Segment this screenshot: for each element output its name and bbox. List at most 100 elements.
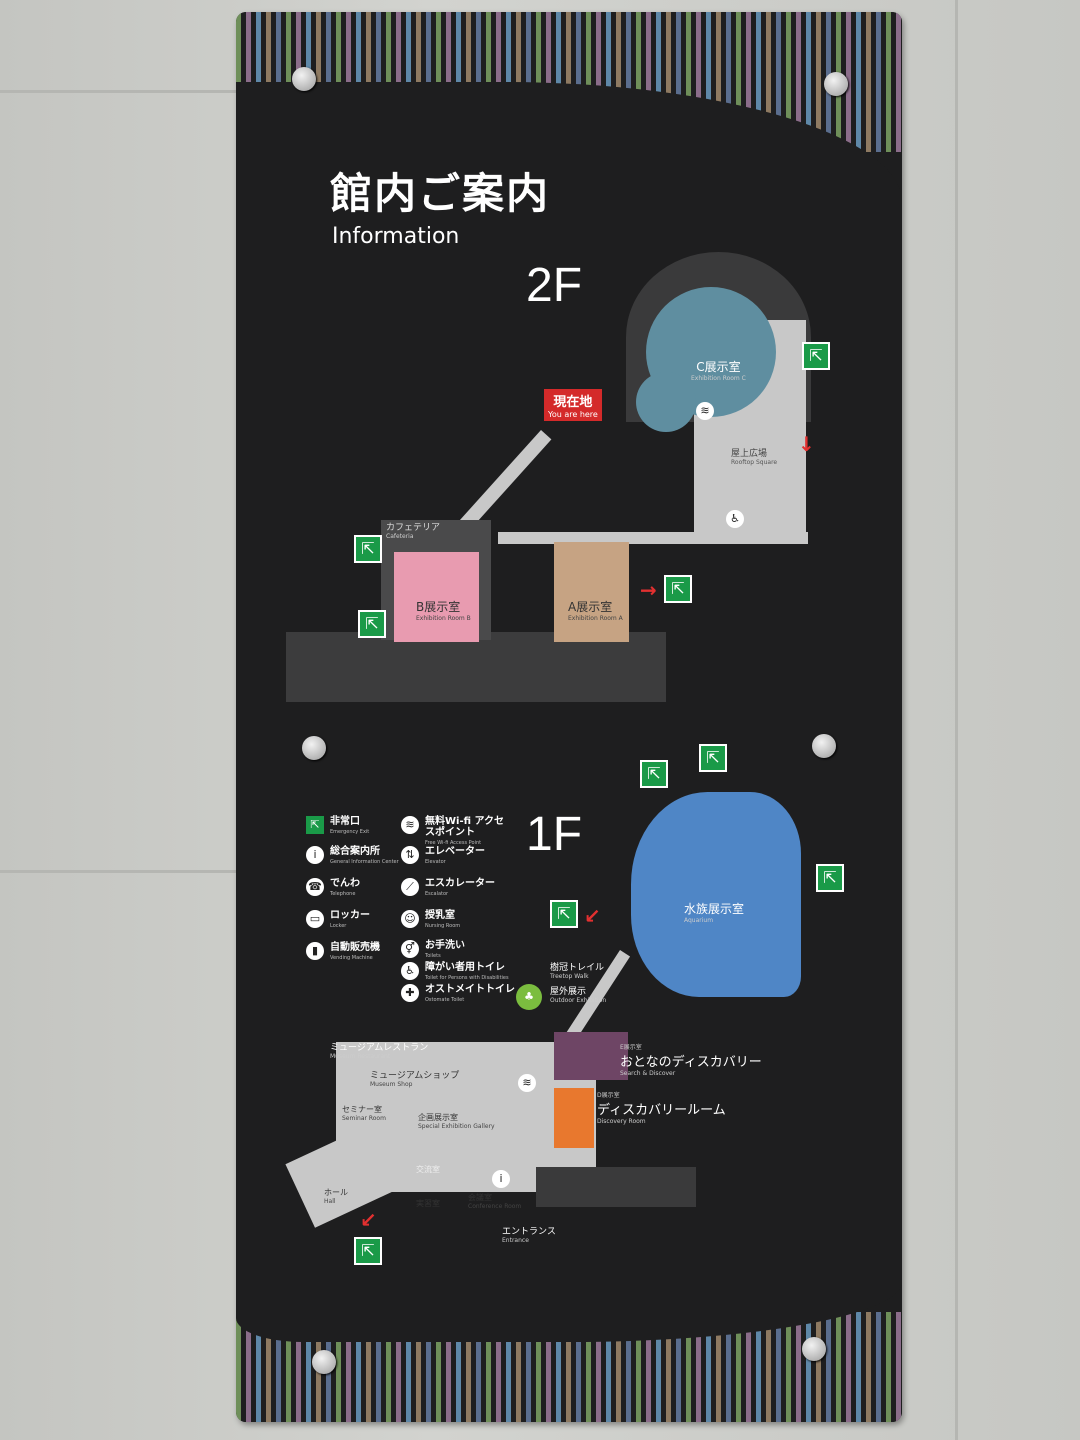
legend-label: 障がい者用トイレ: [425, 962, 505, 973]
telephone-icon: ☎: [306, 878, 324, 896]
vending-machine-icon: ▮: [306, 942, 324, 960]
mounting-bolt: [812, 734, 836, 758]
room-label: C展示室: [696, 360, 741, 374]
room-label-en: Entrance: [502, 1237, 529, 1244]
wall-seam: [955, 0, 958, 1440]
room-tag: E展示室: [620, 1044, 642, 1051]
corridor: [498, 532, 808, 544]
legend-label: 総合案内所: [330, 846, 380, 857]
room-label-en: Rooftop Square: [731, 459, 778, 466]
room-label-en: Exhibition Room C: [691, 375, 746, 382]
room-label: A展示室: [568, 600, 613, 614]
legend-label-en: Free Wi-fi Access Point: [425, 840, 482, 846]
room-label-en: Museum Restaurant: [330, 1053, 391, 1060]
room-label: 実習室: [416, 1199, 440, 1208]
you-are-here-en: You are here: [548, 410, 598, 419]
exit-arrow: ↙: [584, 904, 601, 928]
mounting-bolt: [292, 67, 316, 91]
legend-label: 自動販売機: [330, 942, 380, 953]
room-label-en: Exhibition Room B: [416, 615, 471, 622]
legend-label: 非常口: [330, 816, 360, 827]
legend-item: i 総合案内所 General Information Center: [306, 846, 399, 868]
room-label: 屋外展示: [550, 987, 587, 997]
legend-label-en: Emergency Exit: [330, 829, 370, 835]
room-label: ディスカバリールーム: [597, 1103, 726, 1118]
exit-arrow: ↓: [798, 432, 815, 456]
wifi-icon: ≋: [518, 1074, 536, 1092]
exit-arrow: →: [640, 578, 657, 602]
room-label-en: Exhibition Room A: [568, 615, 623, 622]
exhibition-room-b: [394, 552, 479, 642]
exit-arrow: ↙: [360, 1208, 377, 1232]
legend-label: 授乳室: [425, 910, 455, 921]
exhibition-room-a: [554, 542, 629, 642]
information-icon: i: [492, 1170, 510, 1188]
discovery-room: [554, 1088, 594, 1148]
aquarium: [631, 792, 801, 997]
emergency-exit-icon: ⇱: [354, 1237, 382, 1265]
room-label: 会議室: [468, 1193, 492, 1202]
room-label: B展示室: [416, 600, 461, 614]
room-label-en: Treetop Walk: [550, 973, 589, 980]
emergency-exit-icon: ⇱: [816, 864, 844, 892]
emergency-exit-icon: ⇱: [664, 575, 692, 603]
room-label-en: Special Exhibition Gallery: [418, 1123, 495, 1130]
floor-label-2f: 2F: [526, 259, 583, 312]
legend-label: オストメイトトイレ: [425, 984, 515, 995]
you-are-here-ja: 現在地: [553, 395, 593, 410]
legend-label: 無料Wi-fi アクセスポイント: [425, 816, 505, 838]
locker-icon: ▭: [306, 910, 324, 928]
legend-label: でんわ: [330, 878, 360, 889]
legend-label-en: Vending Machine: [330, 955, 373, 961]
tree-icon: ♣: [516, 984, 542, 1010]
legend-label: エレベーター: [425, 846, 485, 857]
legend-label-en: Locker: [330, 923, 347, 929]
elevator-icon: ⇅: [401, 846, 419, 864]
wall-seam: [0, 870, 240, 873]
room-label-en: Search & Discover: [620, 1070, 676, 1077]
room-label-en: Seminar Room: [342, 1115, 386, 1122]
legend-label-en: Telephone: [330, 891, 356, 897]
room-label-en: Outdoor Exhibition: [550, 997, 607, 1004]
dark-area: [286, 632, 666, 702]
legend-label-en: General Information Center: [330, 859, 399, 865]
sign-title: 館内ご案内: [330, 169, 551, 218]
room-label: ミュージアムショップ: [370, 1071, 460, 1081]
emergency-exit-icon: ⇱: [802, 342, 830, 370]
emergency-exit-icon: ⇱: [640, 760, 668, 788]
room-label: 水族展示室: [684, 902, 745, 916]
mounting-bolt: [302, 736, 326, 760]
wall-seam: [0, 90, 240, 93]
room-label: ミュージアムレストラン: [330, 1043, 429, 1053]
legend-label: エスカレーター: [425, 878, 495, 889]
floor-label-1f: 1F: [526, 808, 583, 861]
sign-subtitle: Information: [332, 224, 460, 249]
room-label: 屋上広場: [731, 449, 768, 459]
emergency-exit-icon: ⇱: [354, 535, 382, 563]
wifi-icon: ≋: [401, 816, 419, 834]
emergency-exit-icon: ⇱: [358, 610, 386, 638]
room-label: 企画展示室: [418, 1113, 458, 1122]
exhibition-room-c-lobe: [636, 372, 696, 432]
ostomate-toilet-icon: ✚: [401, 984, 419, 1002]
room-label: セミナー室: [342, 1105, 382, 1114]
room-label-en: Aquarium: [684, 917, 714, 924]
mounting-bolt: [824, 72, 848, 96]
room-tag: D展示室: [597, 1092, 620, 1099]
room-label-en: Hall: [324, 1198, 336, 1205]
room-label-en: Discovery Room: [597, 1118, 646, 1125]
information-icon: i: [306, 846, 324, 864]
room-label: カフェテリア: [386, 523, 441, 533]
mounting-bolt: [802, 1337, 826, 1361]
legend-item: ☎ でんわ Telephone: [306, 878, 360, 900]
room-label-en: Conference Room: [468, 1203, 522, 1210]
room-label-en: Museum Shop: [370, 1081, 413, 1088]
